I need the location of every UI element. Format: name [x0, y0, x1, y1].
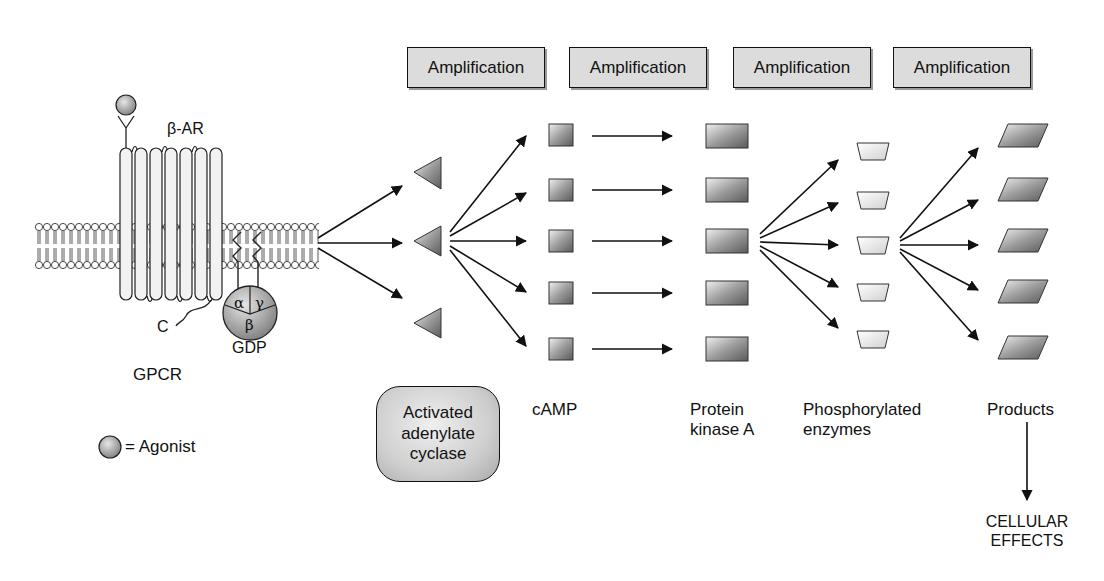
- node-text: Amplification: [590, 58, 686, 78]
- amplification-box: Amplification: [569, 47, 707, 88]
- node-text: Activated adenylate cyclase: [377, 403, 499, 464]
- stage-label: Products: [987, 400, 1077, 420]
- node-text: Amplification: [914, 58, 1010, 78]
- amplification-box: Amplification: [893, 47, 1031, 88]
- adenylate-cyclase-symbol: [414, 157, 441, 338]
- terminus-label: C: [157, 317, 177, 336]
- stage-label: Protein kinase A: [690, 400, 772, 441]
- receptor-name: β-AR: [167, 119, 227, 138]
- transmembrane-helices: [120, 147, 222, 302]
- g-protein-circle: αγβ: [222, 285, 278, 341]
- signal-arrows: [318, 136, 1027, 500]
- camp-symbol: [549, 124, 573, 360]
- legend-agonist-symbol: [99, 436, 121, 458]
- legend-text: = Agonist: [125, 437, 195, 457]
- lipid-anchor: [233, 232, 261, 290]
- product-symbol: [998, 124, 1048, 359]
- outcome-label: CELLULAR EFFECTS: [972, 512, 1082, 550]
- receptor: [118, 116, 211, 326]
- nucleotide-label: GDP: [232, 338, 282, 357]
- node-text: Amplification: [428, 58, 524, 78]
- subunit-label: β: [245, 316, 254, 334]
- agonist: [116, 95, 136, 115]
- subunit-label: γ: [255, 294, 264, 312]
- receptor-class-label: GPCR: [133, 365, 193, 385]
- protein-kinase-symbol: [706, 124, 748, 361]
- subunit-divider: [225, 286, 275, 314]
- subunit-label: α: [234, 294, 244, 312]
- stage-label: cAMP: [532, 400, 602, 420]
- node-text: Amplification: [754, 58, 850, 78]
- amplification-box: Amplification: [733, 47, 871, 88]
- enzyme-symbol: [857, 143, 889, 348]
- adenylate-cyclase-box: Activated adenylate cyclase: [376, 386, 500, 482]
- stage-label: Phosphorylated enzymes: [803, 400, 933, 441]
- g-protein-outline: [223, 286, 277, 340]
- amplification-box: Amplification: [407, 47, 545, 88]
